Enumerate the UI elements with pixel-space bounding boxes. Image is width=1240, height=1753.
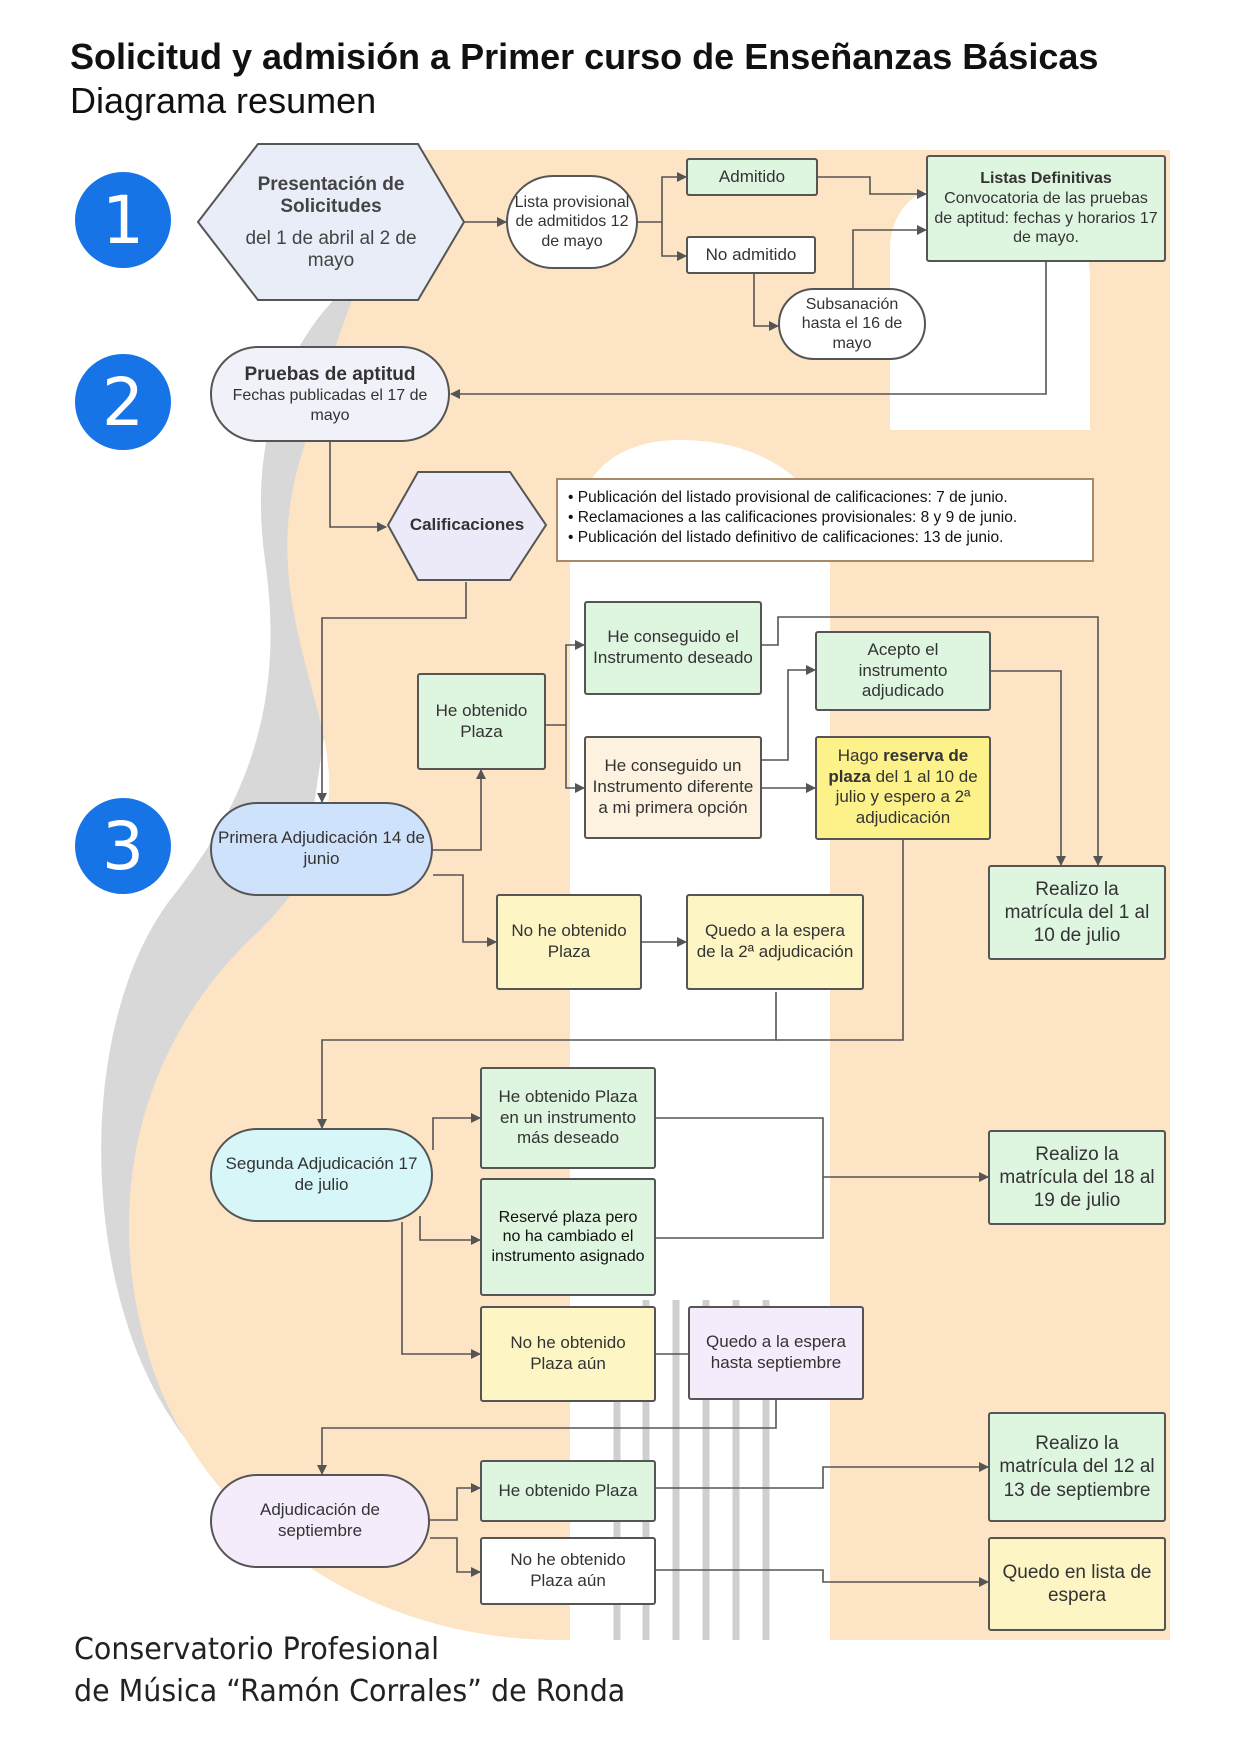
footer-line-2: de Música “Ramón Corrales” de Ronda — [74, 1674, 626, 1709]
no-admitido-node: No admitido — [686, 236, 816, 274]
he-obtenido-plaza-sep-node: He obtenido Plaza — [480, 1460, 656, 1522]
calificaciones-notes: Publicación del listado provisional de c… — [556, 478, 1094, 562]
arrow-sep-noobtenido — [430, 1537, 481, 1577]
instrumento-deseado-node: He conseguido el Instrumento deseado — [584, 601, 762, 695]
lista-provisional-node: Lista provisional de admitidos 12 de may… — [506, 175, 638, 269]
he-obtenido-plaza-node: He obtenido Plaza — [417, 673, 546, 770]
espera-septiembre-node: Quedo a la espera hasta septiembre — [688, 1306, 864, 1400]
acepto-instrumento-node: Acepto el instrumento adjudicado — [815, 631, 991, 711]
listas-definitivas-body: Convocatoria de las pruebas de aptitud: … — [934, 189, 1158, 247]
reserve-sin-cambio-node: Reservé plaza pero no ha cambiado el ins… — [480, 1178, 656, 1296]
arrow-segunda-deseado — [432, 1113, 481, 1150]
no-obtenido-aun-sep-node: No he obtenido Plaza aún — [480, 1537, 656, 1605]
pruebas-body: Fechas publicadas el 17 de mayo — [232, 387, 428, 424]
primera-adjudicacion-node: Primera Adjudicación 14 de junio — [210, 802, 433, 896]
arrow-segunda-noobtenido — [401, 1222, 481, 1359]
reserva-plaza-node: Hago reserva de plaza del 1 al 10 de jul… — [815, 736, 991, 840]
arrow-lista-admitido — [638, 172, 687, 223]
note-item: Publicación del listado provisional de c… — [568, 488, 1082, 508]
calificaciones-node: Calificaciones — [409, 515, 525, 534]
reserva-post: del 1 al 10 de julio y espero a 2ª adjud… — [835, 766, 978, 828]
arrow-deseado-matricula — [762, 616, 1103, 866]
espera-segunda-node: Quedo a la espera de la 2ª adjudicación — [686, 894, 864, 990]
arrow-reserva-segunda — [776, 840, 904, 1041]
matricula-septiembre-node: Realizo la matrícula del 12 al 13 de sep… — [988, 1412, 1166, 1522]
arrow-deseado-matricula-julio — [656, 1117, 989, 1182]
arrow-sep-obtenido — [430, 1483, 481, 1521]
instrumento-diferente-node: He conseguido un Instrumento diferente a… — [584, 736, 762, 839]
step-number-3: 3 — [75, 798, 171, 894]
arrow-reserve-matricula-julio — [656, 1177, 824, 1239]
arrow-obtenido-deseado — [546, 640, 585, 726]
arrow-segunda-reserve — [419, 1216, 481, 1245]
arrow-espera-segunda — [317, 992, 777, 1129]
arrow-diferente-acepto — [762, 665, 816, 761]
reserva-bold: reserva de plaza — [828, 746, 969, 786]
arrow-esperasep-septiembre — [317, 1400, 777, 1475]
arrow-pruebas-calificaciones — [329, 440, 387, 532]
admitido-node: Admitido — [686, 158, 818, 196]
matricula-18-19-node: Realizo la matrícula del 18 al 19 de jul… — [988, 1130, 1166, 1225]
reserva-pre: Hago — [837, 746, 884, 765]
footer-line-1: Conservatorio Profesional — [74, 1632, 440, 1667]
presentacion-title: Presentación de Solicitudes — [257, 174, 405, 217]
listas-definitivas-node: Listas Definitivas Convocatoria de las p… — [926, 155, 1166, 262]
note-item: Reclamaciones a las calificaciones provi… — [568, 508, 1082, 528]
arrow-obtenido-matricula-sep — [656, 1462, 989, 1489]
arrow-calificaciones-primera — [317, 582, 467, 803]
presentacion-dates: del 1 de abril al 2 de mayo — [245, 228, 417, 271]
matricula-julio-node: Realizo la matrícula del 1 al 10 de juli… — [988, 865, 1166, 960]
note-item: Publicación del listado definitivo de ca… — [568, 528, 1082, 548]
arrow-noobtenido-listaespera — [656, 1569, 989, 1587]
arrow-subsanacion-listas — [852, 225, 927, 288]
pruebas-title: Pruebas de aptitud — [244, 363, 416, 385]
page-subtitle: Diagrama resumen — [70, 80, 377, 121]
subsanacion-node: Subsanación hasta el 16 de mayo — [778, 288, 926, 360]
step-number-1: 1 — [75, 172, 171, 268]
presentacion-node: Presentación de Solicitudes del 1 de abr… — [226, 164, 436, 282]
lista-espera-node: Quedo en lista de espera — [988, 1537, 1166, 1631]
arrow-obtenido-diferente — [565, 725, 585, 793]
guitar-shadow-shape — [101, 255, 620, 1640]
arrow-admitido-listas — [818, 176, 927, 199]
no-obtenido-plaza-node: No he obtenido Plaza — [496, 894, 642, 990]
page-title: Solicitud y admisión a Primer curso de E… — [70, 36, 1099, 77]
step-number-2: 2 — [75, 354, 171, 450]
segunda-adjudicacion-node: Segunda Adjudicación 17 de julio — [210, 1128, 433, 1222]
calificaciones-hexagon — [386, 471, 548, 581]
arrow-listas-pruebas — [450, 262, 1047, 399]
arrow-primera-noobtenido — [433, 874, 497, 947]
adjudicacion-septiembre-node: Adjudicación de septiembre — [210, 1474, 430, 1568]
plaza-mas-deseado-node: He obtenido Plaza en un instrumento más … — [480, 1067, 656, 1169]
pruebas-aptitud-node: Pruebas de aptitud Fechas publicadas el … — [210, 346, 450, 442]
arrow-lista-noadmitido — [661, 222, 687, 261]
arrow-noadmitido-subsanacion — [753, 273, 779, 331]
presentacion-hexagon — [196, 143, 466, 301]
no-obtenido-aun-node: No he obtenido Plaza aún — [480, 1306, 656, 1402]
arrow-primera-obtenido — [433, 769, 486, 851]
listas-definitivas-title: Listas Definitivas — [980, 170, 1112, 188]
arrow-acepto-matricula — [991, 670, 1066, 866]
